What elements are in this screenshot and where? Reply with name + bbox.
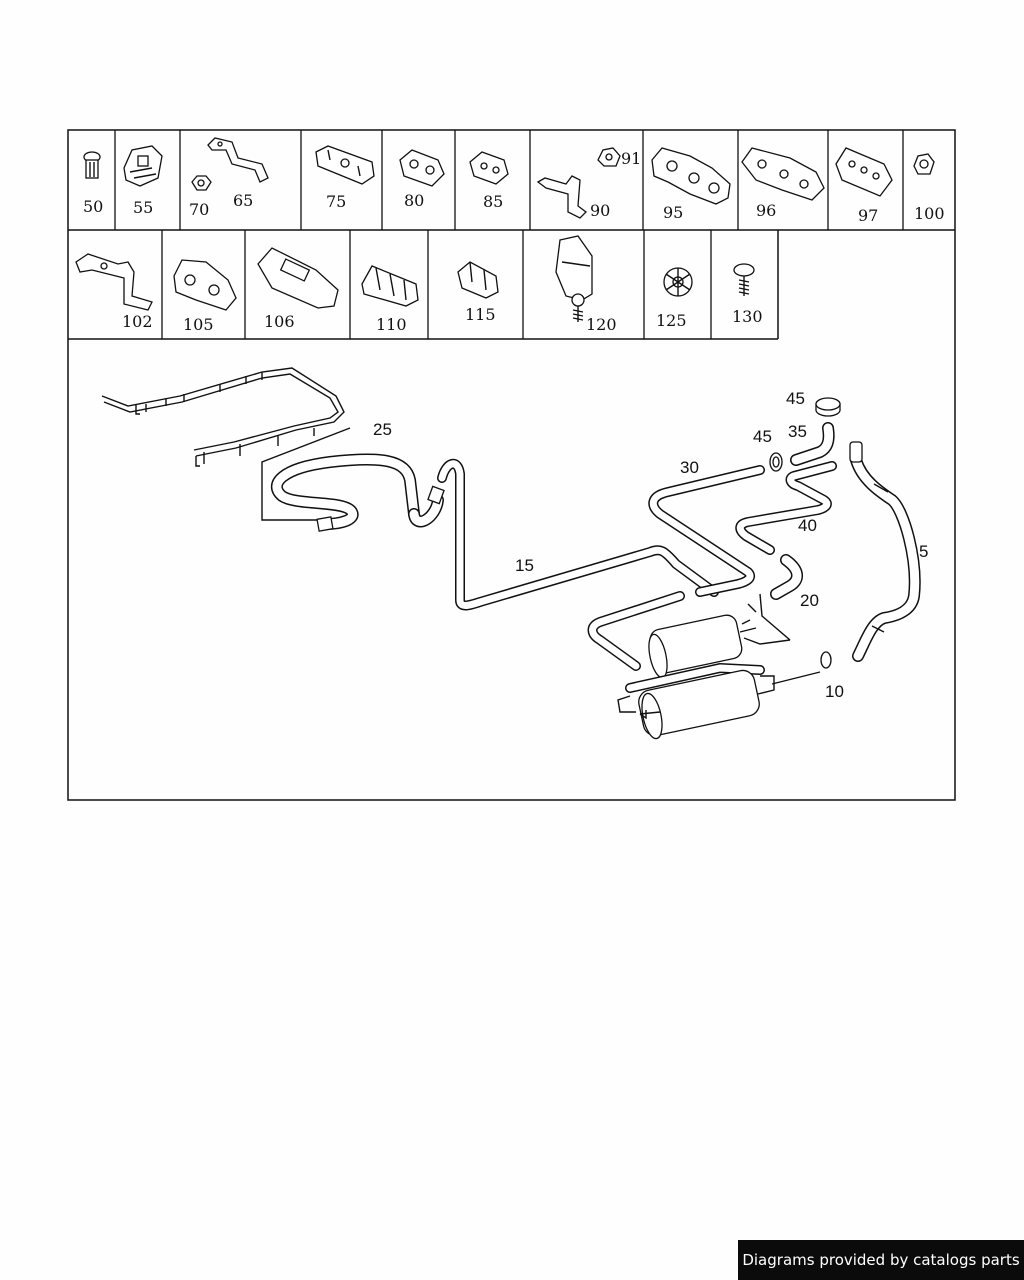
part-91-nut-icon bbox=[597, 147, 621, 167]
label-45-mid: 45 bbox=[753, 427, 772, 446]
hose-20 bbox=[747, 554, 803, 641]
part-102-bracket-icon bbox=[75, 253, 153, 311]
diagram-frame bbox=[67, 129, 956, 801]
part-120-clip-icon bbox=[555, 235, 593, 322]
label-10: 10 bbox=[825, 682, 844, 701]
label-100: 100 bbox=[914, 204, 945, 223]
label-25: 25 bbox=[373, 420, 392, 439]
label-75: 75 bbox=[326, 192, 346, 211]
fuel-line-15 bbox=[437, 459, 719, 611]
part-80-clip-icon bbox=[399, 149, 445, 187]
cap-45 bbox=[815, 397, 841, 417]
hose-35 bbox=[790, 422, 835, 466]
part-96-clip-icon bbox=[741, 147, 825, 201]
label-115: 115 bbox=[465, 305, 496, 324]
part-106-clip-icon bbox=[257, 247, 339, 309]
part-55-clip-icon bbox=[123, 145, 163, 187]
part-85-clip-icon bbox=[469, 151, 509, 185]
fuel-line-assembly bbox=[101, 367, 921, 740]
hose-25 bbox=[271, 453, 445, 532]
part-65-bracket-icon bbox=[207, 137, 269, 183]
label-110: 110 bbox=[376, 315, 407, 334]
credit-banner: Diagrams provided by catalogs parts bbox=[738, 1240, 1024, 1280]
return-hose-5 bbox=[849, 441, 921, 662]
label-106: 106 bbox=[264, 312, 295, 331]
label-80: 80 bbox=[404, 191, 424, 210]
fuel-rail-pipe bbox=[101, 367, 345, 467]
fuel-line-40 bbox=[735, 461, 837, 555]
part-95-clip-icon bbox=[651, 147, 731, 205]
label-130: 130 bbox=[732, 307, 763, 326]
label-90: 90 bbox=[590, 201, 610, 220]
fuel-pump bbox=[617, 663, 775, 740]
clamp-45 bbox=[769, 452, 783, 472]
part-97-clip-icon bbox=[835, 147, 893, 197]
part-125-washer-icon bbox=[663, 267, 693, 297]
label-97: 97 bbox=[858, 206, 878, 225]
label-30: 30 bbox=[680, 458, 699, 477]
part-75-clamp-icon bbox=[315, 145, 375, 185]
label-50: 50 bbox=[83, 197, 103, 216]
label-105: 105 bbox=[183, 315, 214, 334]
part-50-clip-icon bbox=[83, 151, 101, 179]
label-20: 20 bbox=[800, 591, 819, 610]
part-110-clip-icon bbox=[361, 265, 419, 307]
part-number-labels: 50 55 70 65 75 80 85 90 91 95 96 97 100 … bbox=[83, 149, 945, 334]
fuel-line-30 bbox=[648, 465, 765, 597]
clamp-10 bbox=[771, 651, 832, 685]
label-5: 5 bbox=[919, 542, 928, 561]
label-96: 96 bbox=[756, 201, 776, 220]
part-100-nut-icon bbox=[913, 153, 935, 175]
part-130-screw-icon bbox=[733, 263, 755, 296]
label-85: 85 bbox=[483, 192, 503, 211]
assembly-labels: 25 15 30 45 45 35 40 20 5 10 bbox=[373, 389, 928, 701]
part-70-nut-icon bbox=[191, 175, 212, 191]
part-105-clip-icon bbox=[173, 259, 237, 311]
label-125: 125 bbox=[656, 311, 687, 330]
label-65: 65 bbox=[233, 191, 253, 210]
label-45-top: 45 bbox=[786, 389, 805, 408]
part-90-bracket-icon bbox=[536, 175, 587, 219]
label-102: 102 bbox=[122, 312, 153, 331]
label-70: 70 bbox=[189, 200, 209, 219]
label-15: 15 bbox=[515, 556, 534, 575]
leader-25 bbox=[261, 427, 351, 521]
label-55: 55 bbox=[133, 198, 153, 217]
label-120: 120 bbox=[586, 315, 617, 334]
label-40: 40 bbox=[798, 516, 817, 535]
label-95: 95 bbox=[663, 203, 683, 222]
part-115-clip-icon bbox=[457, 261, 499, 299]
label-35: 35 bbox=[788, 422, 807, 441]
label-91: 91 bbox=[621, 149, 641, 168]
